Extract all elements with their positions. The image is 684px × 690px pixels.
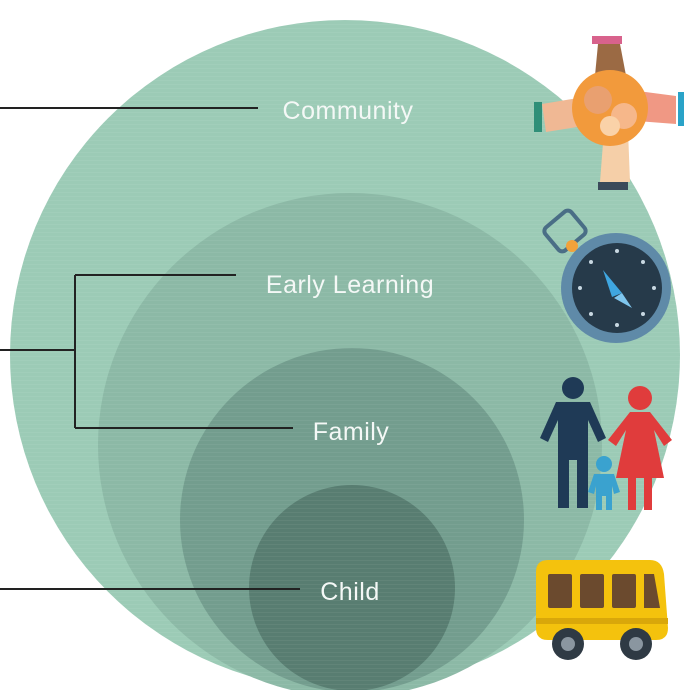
child-label: Child <box>320 578 379 606</box>
connector-lines <box>0 107 300 590</box>
early-learning-label: Early Learning <box>266 271 434 299</box>
community-label: Community <box>283 97 414 125</box>
school-bus-icon <box>536 560 668 660</box>
family-icon <box>540 377 672 510</box>
family-label: Family <box>313 418 390 446</box>
compass-icon <box>542 208 671 343</box>
hands-together-icon <box>534 36 684 190</box>
